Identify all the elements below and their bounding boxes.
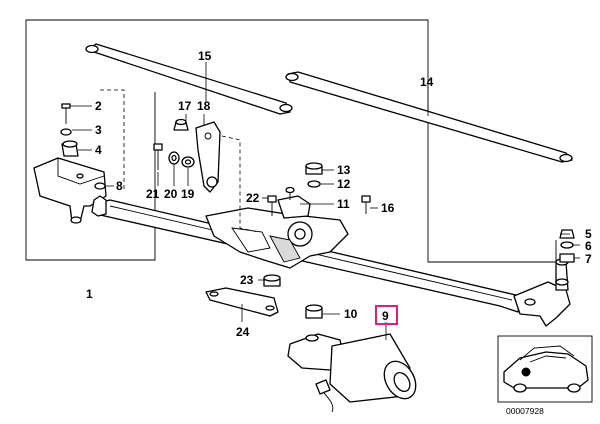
right-wiper-pivot bbox=[513, 258, 571, 327]
callout-8: 8 bbox=[116, 179, 123, 193]
link-rod-15 bbox=[85, 43, 293, 115]
washer-12 bbox=[307, 180, 321, 188]
location-marker-icon bbox=[521, 367, 531, 377]
callout-20: 20 bbox=[164, 187, 178, 201]
callout-12: 12 bbox=[337, 177, 351, 191]
callout-18: 18 bbox=[197, 99, 211, 113]
link-rod-14 bbox=[285, 71, 573, 163]
bolt-21 bbox=[153, 143, 163, 170]
callout-13: 13 bbox=[337, 163, 351, 177]
callout-2: 2 bbox=[95, 99, 102, 113]
nut-13 bbox=[305, 162, 323, 175]
hardware-5-6-7 bbox=[559, 229, 575, 263]
washer-20 bbox=[168, 151, 180, 165]
callout-9-highlight[interactable] bbox=[375, 305, 398, 325]
callout-17: 17 bbox=[178, 99, 192, 113]
callout-14: 14 bbox=[420, 75, 434, 89]
callout-7: 7 bbox=[585, 252, 592, 266]
callout-11: 11 bbox=[337, 197, 350, 211]
bracket-18 bbox=[195, 121, 221, 193]
bush-19 bbox=[181, 156, 195, 168]
vehicle-location-inset bbox=[497, 335, 593, 403]
callout-16: 16 bbox=[381, 201, 395, 215]
bolt-22 bbox=[267, 195, 277, 216]
callout-23: 23 bbox=[240, 273, 254, 287]
left-wiper-pivot bbox=[33, 103, 107, 224]
nut-17 bbox=[173, 118, 189, 131]
callout-10: 10 bbox=[344, 307, 358, 321]
bracket-24 bbox=[205, 287, 279, 317]
callout-15: 15 bbox=[198, 49, 212, 63]
callout-9: 9 bbox=[382, 309, 389, 323]
callout-21: 21 bbox=[146, 187, 160, 201]
right-group-frame bbox=[427, 60, 557, 263]
nut-23 bbox=[263, 274, 281, 287]
callout-5: 5 bbox=[585, 227, 592, 241]
callout-3: 3 bbox=[95, 123, 102, 137]
center-mounting-bracket bbox=[205, 186, 349, 269]
callout-4: 4 bbox=[95, 143, 102, 157]
callout-1: 1 bbox=[86, 287, 93, 301]
callout-24: 24 bbox=[236, 325, 250, 339]
callout-19: 19 bbox=[181, 187, 195, 201]
top-group-frame bbox=[25, 19, 429, 60]
callout-22: 22 bbox=[246, 191, 260, 205]
callout-6: 6 bbox=[585, 239, 592, 253]
bolt-16 bbox=[361, 195, 371, 214]
wiper-motor-9 bbox=[287, 333, 417, 413]
nut-10 bbox=[305, 304, 323, 319]
left-group-frame bbox=[25, 55, 156, 261]
diagram-reference-number: 00007928 bbox=[506, 406, 544, 416]
